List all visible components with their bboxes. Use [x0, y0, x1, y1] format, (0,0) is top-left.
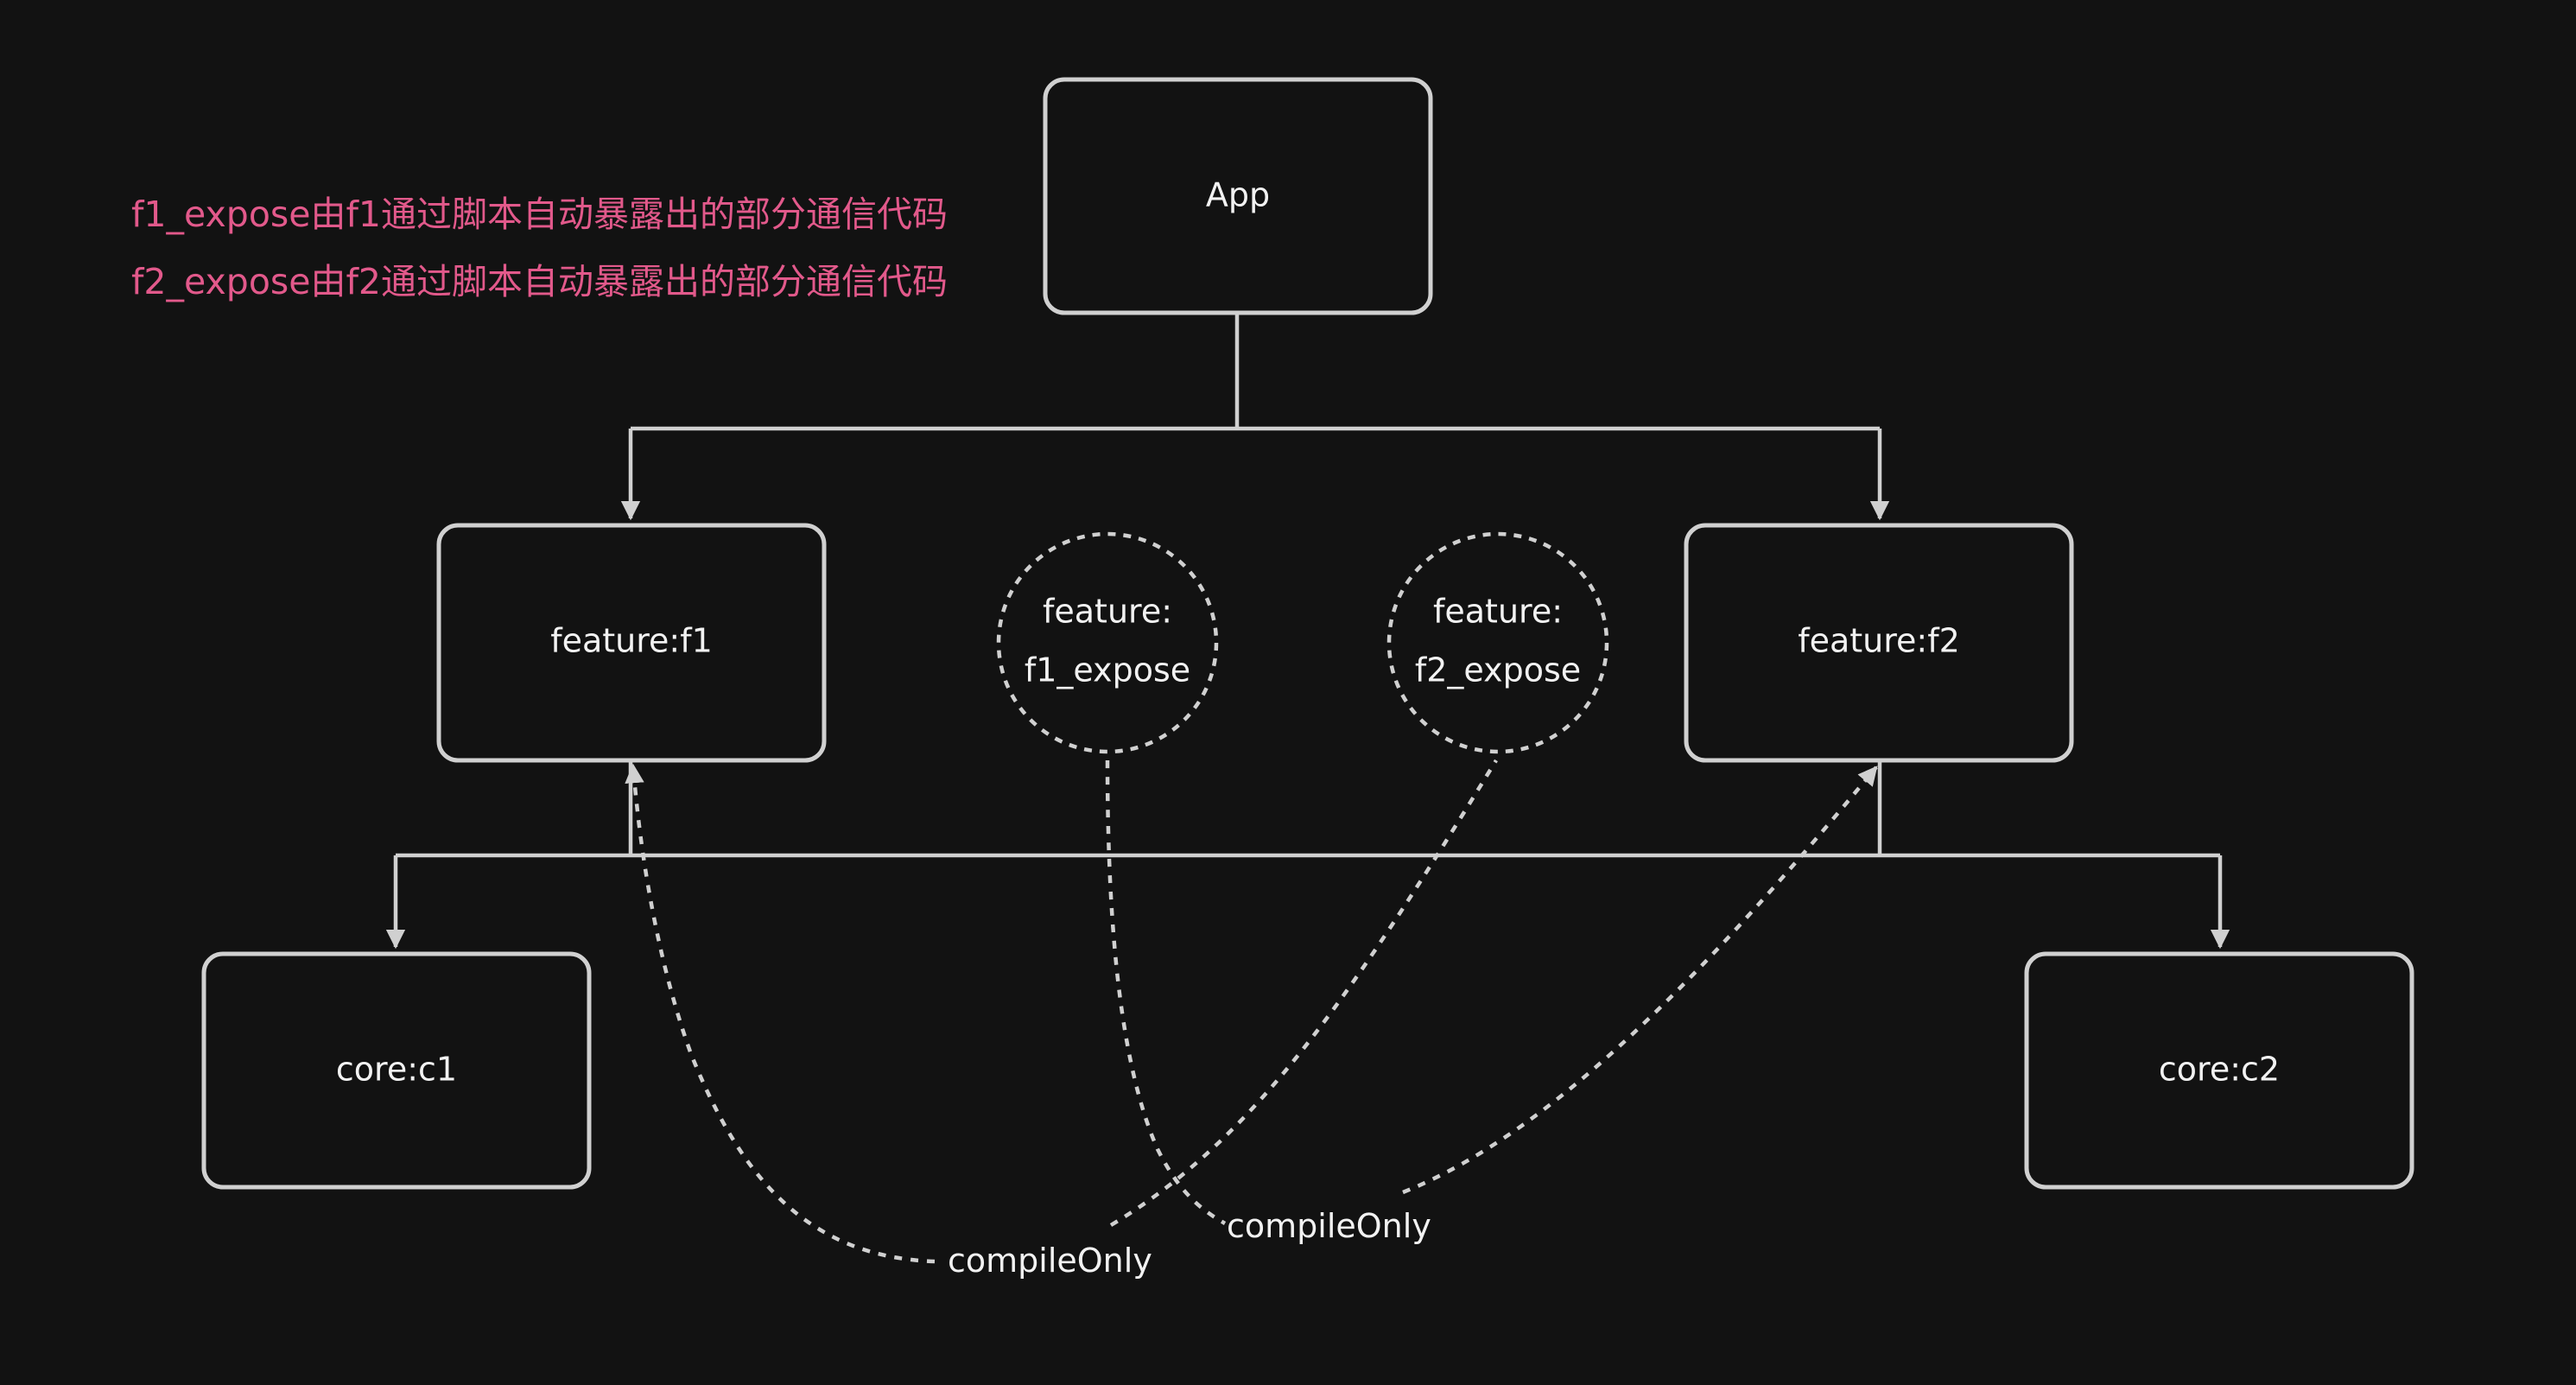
compile-only-edge-to-f2	[1402, 766, 1878, 1195]
node-f2-expose-label-line2: f2_expose	[1415, 651, 1581, 689]
compile-only-edge-f2-expose	[1109, 759, 1498, 1227]
compile-only-edge-f1-expose	[1105, 759, 1227, 1225]
node-app[interactable]: App	[1043, 77, 1433, 315]
node-feature-f2-label: feature:f2	[1798, 622, 1960, 660]
node-feature-f1[interactable]: feature:f1	[436, 523, 827, 763]
edge-label-compile-only-2: compileOnly	[1227, 1207, 1431, 1245]
edge-label-compile-only-1: compileOnly	[948, 1242, 1152, 1280]
node-core-c2[interactable]: core:c2	[2024, 951, 2414, 1190]
edge-app-to-features	[631, 314, 1880, 431]
node-f2-expose[interactable]: feature: f2_expose	[1386, 531, 1609, 754]
node-feature-f2[interactable]: feature:f2	[1684, 523, 2074, 763]
note-f2-expose: f2_expose由f2通过脚本自动暴露出的部分通信代码	[131, 261, 948, 302]
node-core-c2-label: core:c2	[2159, 1051, 2280, 1089]
node-core-c1-label: core:c1	[336, 1051, 457, 1089]
node-app-label: App	[1206, 176, 1270, 214]
node-f1-expose-label-line1: feature:	[1043, 593, 1172, 631]
node-f2-expose-label-line1: feature:	[1433, 593, 1563, 631]
node-core-c1[interactable]: core:c1	[201, 951, 592, 1190]
node-f1-expose-label-line2: f1_expose	[1025, 651, 1190, 689]
node-f1-expose[interactable]: feature: f1_expose	[996, 531, 1219, 754]
edge-features-to-cores	[396, 760, 2220, 858]
compile-only-edge-f2-expose-to-f1	[625, 763, 936, 1264]
note-f1-expose: f1_expose由f1通过脚本自动暴露出的部分通信代码	[131, 194, 948, 235]
node-feature-f1-label: feature:f1	[550, 622, 713, 660]
